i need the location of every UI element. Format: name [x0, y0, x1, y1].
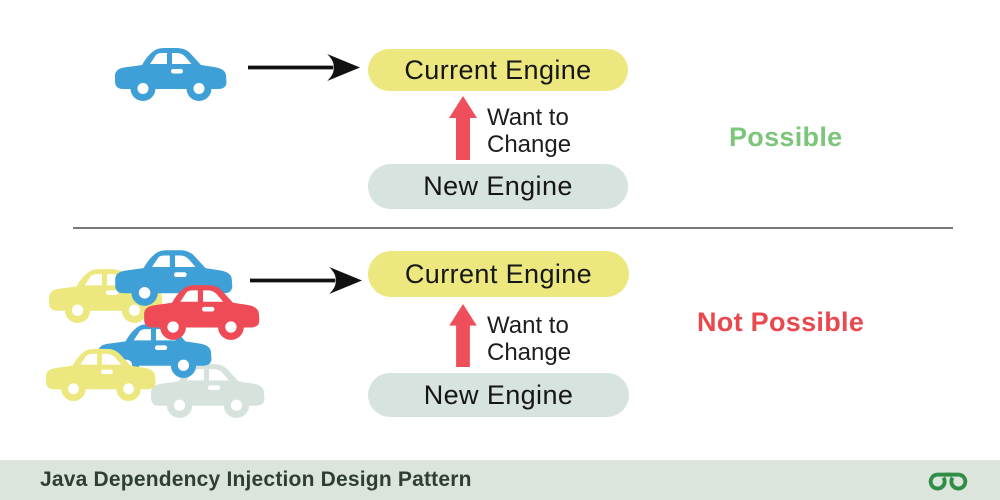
new-engine-pill: New Engine [368, 164, 628, 209]
new-engine-label: New Engine [423, 379, 574, 410]
current-engine-pill: Current Engine [368, 251, 629, 297]
right-arrow-icon [250, 265, 362, 296]
status-not-possible: Not Possible [697, 307, 865, 337]
current-engine-label: Current Engine [404, 258, 593, 289]
right-arrow-icon [248, 52, 360, 83]
current-engine-label: Current Engine [404, 54, 592, 85]
footer-title: Java Dependency Injection Design Pattern [40, 468, 472, 491]
red-car-icon [140, 280, 264, 342]
up-arrow-icon [449, 304, 477, 367]
possible-section: Current Engine Want to Change New Engine… [0, 0, 1000, 228]
want-to-change-label: Want to Change [487, 312, 572, 367]
blue-car-icon [111, 43, 231, 103]
current-engine-pill: Current Engine [368, 49, 628, 91]
footer-bar: Java Dependency Injection Design Pattern [0, 460, 1000, 500]
want-to-change-label: Want to Change [487, 104, 572, 159]
new-engine-label: New Engine [423, 171, 573, 201]
section-divider [73, 227, 953, 229]
new-engine-pill: New Engine [368, 373, 629, 417]
up-arrow-icon [449, 96, 477, 160]
not-possible-section: Current Engine Want to Change New Engine… [0, 228, 1000, 460]
status-possible: Possible [729, 122, 843, 152]
yellow-car-icon [42, 344, 160, 403]
geeksforgeeks-logo-icon [928, 472, 968, 491]
